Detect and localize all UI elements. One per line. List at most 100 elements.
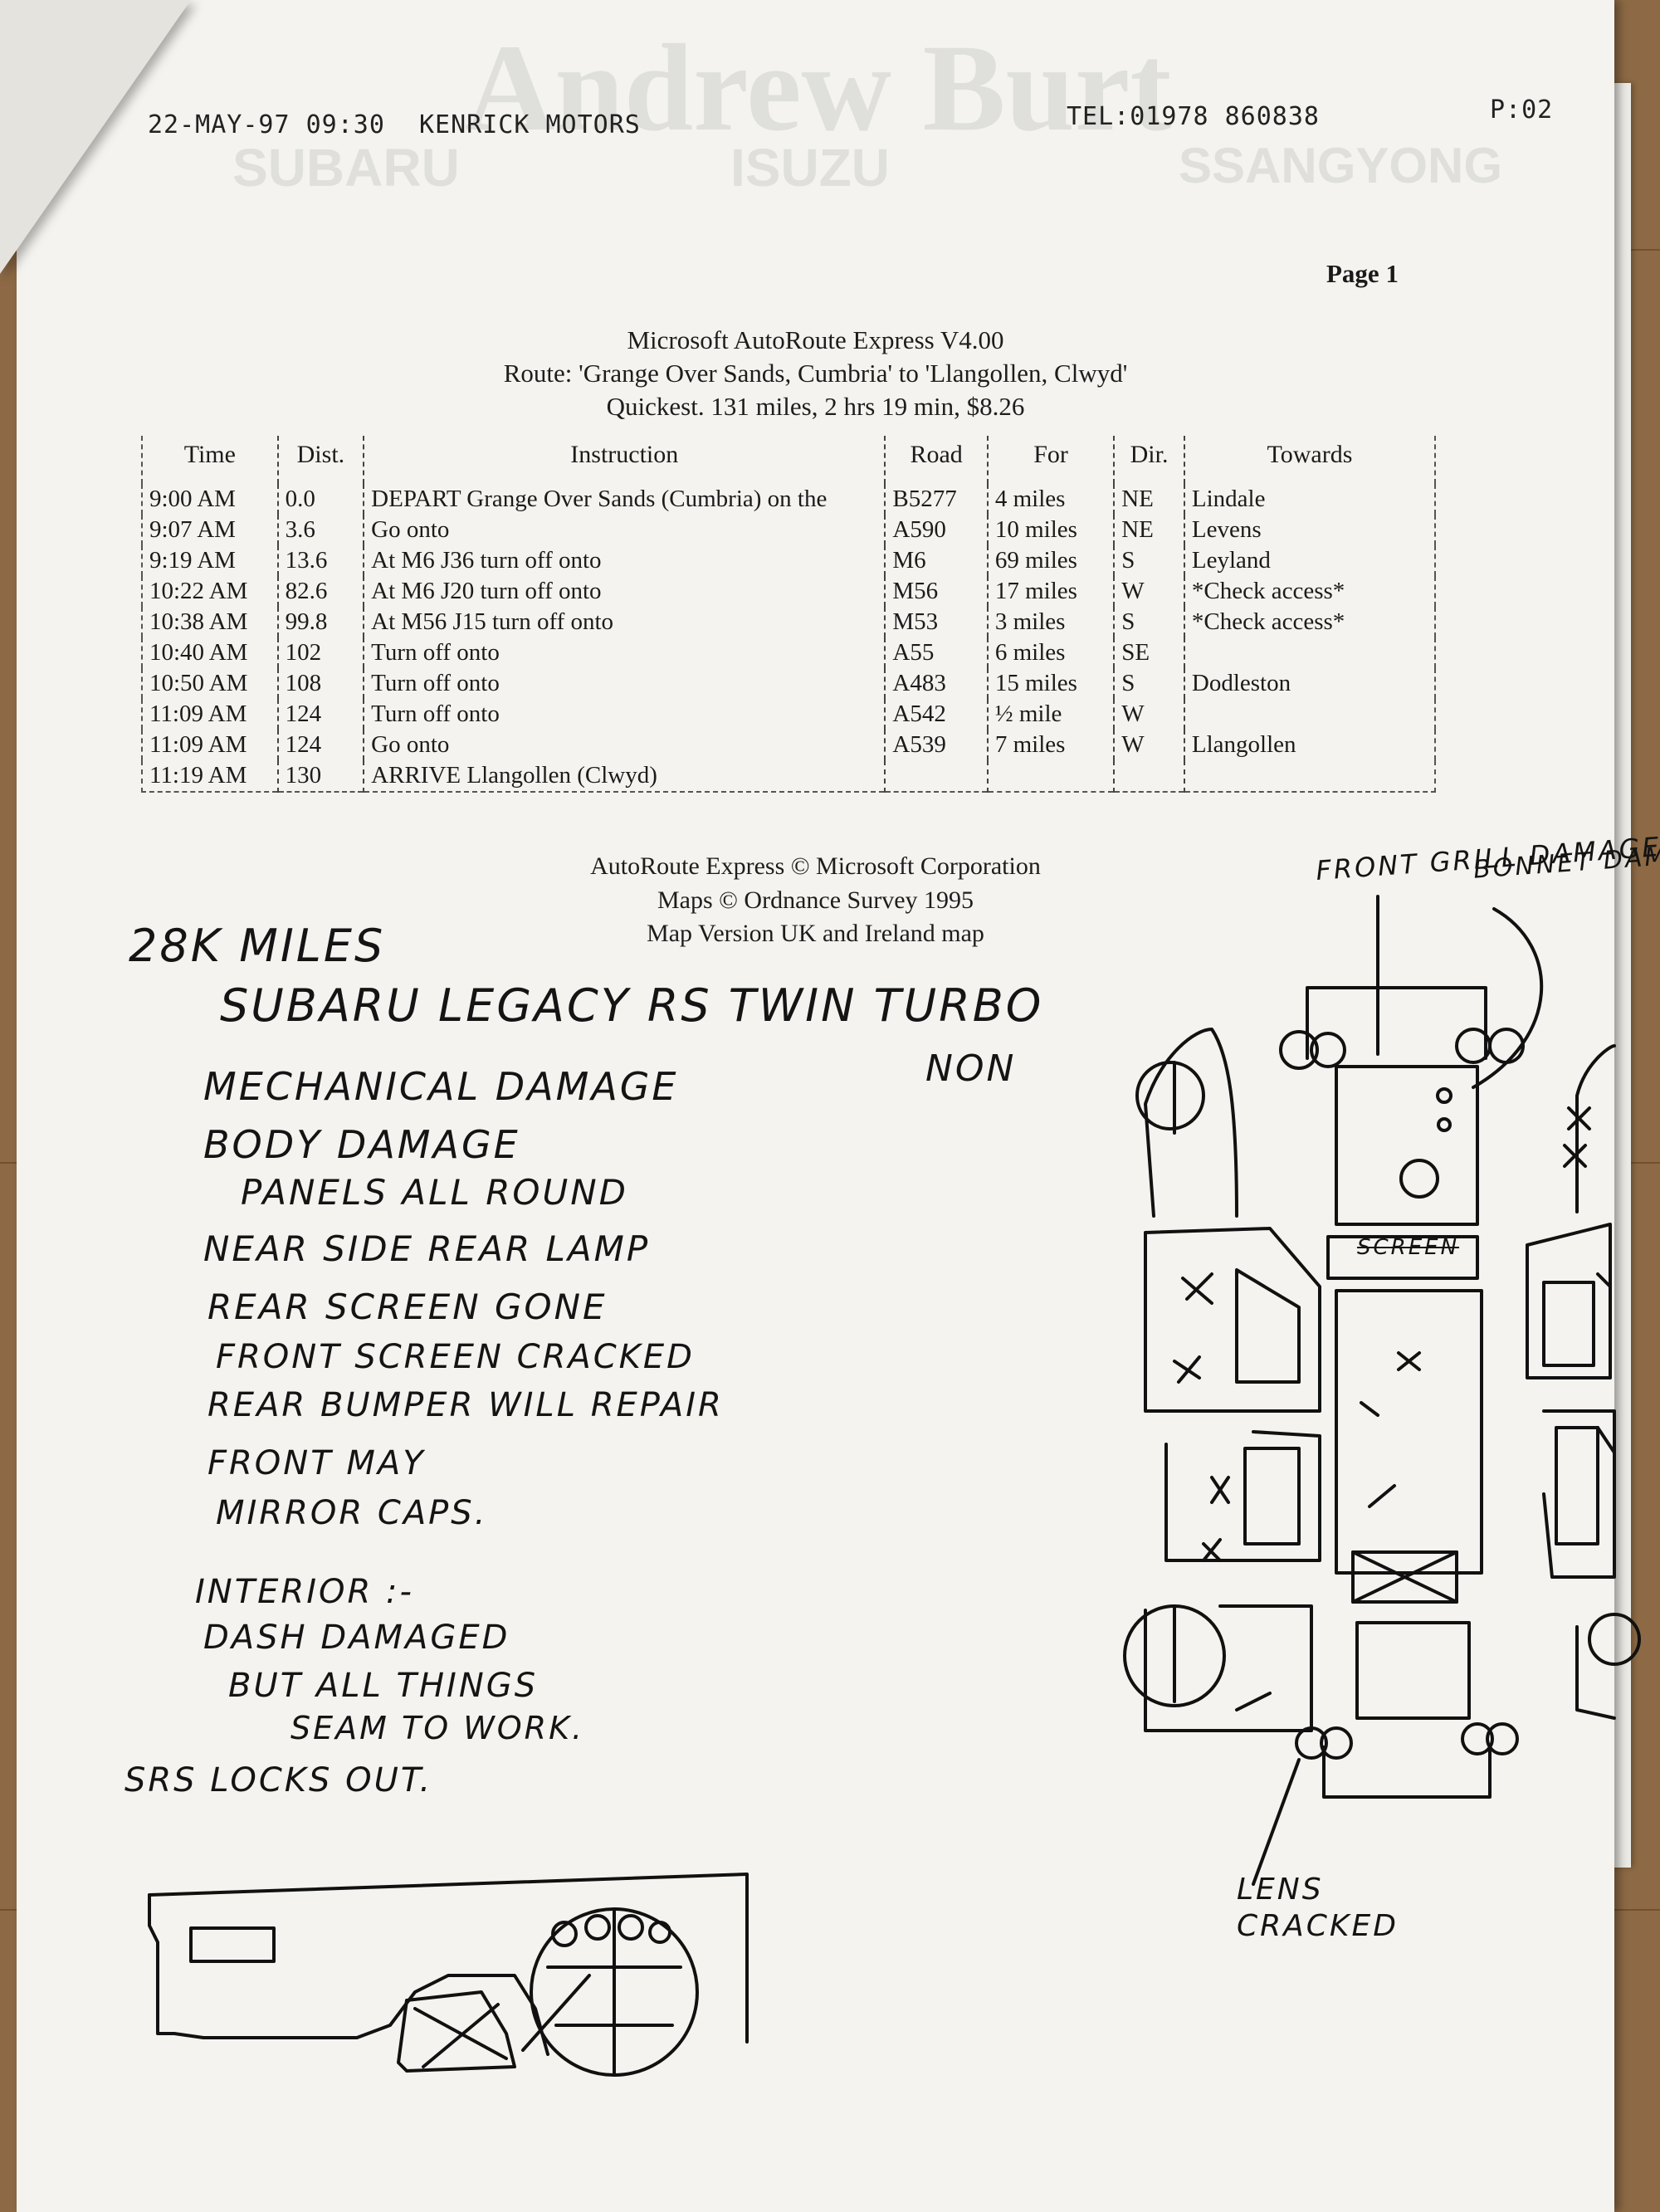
cell-time: 10:40 AM — [149, 639, 248, 666]
note-rear-screen: REAR SCREEN GONE — [208, 1287, 608, 1327]
cell-for: 6 miles — [986, 637, 1115, 668]
letterhead-name: Andrew Burt — [465, 19, 1172, 157]
cell-for: 10 miles — [986, 515, 1115, 545]
letterhead-brand-isuzu: ISUZU — [730, 138, 890, 198]
folded-corner — [0, 0, 191, 274]
note-panels: PANELS ALL ROUND — [241, 1172, 628, 1213]
cell-instruction: Go onto — [363, 515, 886, 545]
route-title: Microsoft AutoRoute Express V4.00 — [627, 325, 1004, 354]
cell-instruction: Turn off onto — [363, 699, 886, 730]
cell-towards: *Check access* — [1183, 576, 1435, 607]
cell-for — [986, 760, 1115, 792]
cell-instruction: At M6 J36 turn off onto — [363, 545, 886, 576]
fax-page: Andrew Burt SUBARU ISUZU SSANGYONG 22-MA… — [17, 0, 1660, 2212]
credit-line-map-version: Map Version UK and Ireland map — [647, 920, 984, 947]
cell-dir — [1113, 760, 1184, 792]
cell-towards: Levens — [1183, 515, 1435, 545]
fax-sender: KENRICK MOTORS — [419, 110, 641, 139]
note-front-screen: FRONT SCREEN CRACKED — [216, 1338, 695, 1376]
cell-dir: S — [1113, 607, 1184, 637]
cell-towards: Dodleston — [1183, 668, 1435, 699]
column-header-road: Road — [884, 436, 988, 484]
note-mechanical-damage: MECHANICAL DAMAGE — [203, 1064, 679, 1109]
dashboard-sketch — [148, 1873, 749, 2077]
cell-road: M6 — [884, 545, 988, 576]
cell-towards: Llangollen — [1183, 730, 1435, 760]
note-srs-locks: SRS LOCKS OUT. — [124, 1761, 433, 1799]
cell-for: 69 miles — [986, 545, 1115, 576]
cell-dist: 0.0 — [276, 484, 364, 515]
column-header-time: Time — [183, 441, 236, 468]
cell-time: 11:09 AM — [149, 701, 247, 727]
cell-dir: NE — [1113, 484, 1184, 515]
page-label: Page 1 — [1326, 259, 1399, 288]
cell-road: A542 — [884, 699, 988, 730]
cell-time: 11:09 AM — [149, 731, 247, 758]
table-header-row: Time Dist. Instruction Road For Dir. Tow… — [142, 436, 1435, 484]
cell-road — [884, 760, 988, 792]
column-header-dir: Dir. — [1113, 436, 1184, 484]
cell-road: B5277 — [884, 484, 988, 515]
cell-time: 9:19 AM — [149, 547, 236, 574]
label-screen: SCREEN — [1357, 1235, 1460, 1260]
note-interior: INTERIOR :- — [195, 1573, 414, 1611]
cell-dir: S — [1113, 668, 1184, 699]
note-vehicle: SUBARU LEGACY RS TWIN TURBO — [220, 979, 1044, 1032]
route-summary: Quickest. 131 miles, 2 hrs 19 min, $8.26 — [606, 392, 1025, 421]
note-dash-damaged: DASH DAMAGED — [203, 1619, 510, 1657]
cell-for: ½ mile — [986, 699, 1115, 730]
cell-instruction: At M56 J15 turn off onto — [363, 607, 886, 637]
cell-road: A55 — [884, 637, 988, 668]
cell-for: 4 miles — [986, 484, 1115, 515]
cell-time: 11:19 AM — [149, 762, 247, 789]
cell-towards: Lindale — [1183, 484, 1435, 515]
cell-towards — [1183, 637, 1435, 668]
cell-dir: W — [1113, 730, 1184, 760]
cell-dist: 3.6 — [276, 515, 364, 545]
cell-dist: 99.8 — [276, 607, 364, 637]
cell-towards — [1183, 699, 1435, 730]
cell-for: 3 miles — [986, 607, 1115, 637]
cell-for: 7 miles — [986, 730, 1115, 760]
cell-time: 10:50 AM — [149, 670, 248, 696]
cell-instruction: DEPART Grange Over Sands (Cumbria) on th… — [363, 484, 886, 515]
column-header-for: For — [986, 436, 1115, 484]
fax-page-number: P:02 — [1490, 95, 1554, 125]
credit-line-autoroute: AutoRoute Express © Microsoft Corporatio… — [590, 852, 1041, 880]
note-rear-lamp: NEAR SIDE REAR LAMP — [203, 1228, 651, 1269]
cell-dir: W — [1113, 576, 1184, 607]
cell-dist: 124 — [276, 730, 364, 760]
cell-for: 17 miles — [986, 576, 1115, 607]
cell-dist: 13.6 — [276, 545, 364, 576]
column-header-towards: Towards — [1183, 436, 1435, 484]
cell-time: 10:22 AM — [149, 578, 248, 604]
route-table: Time Dist. Instruction Road For Dir. Tow… — [141, 436, 1436, 793]
cell-road: A483 — [884, 668, 988, 699]
cell-instruction: Go onto — [363, 730, 886, 760]
route-description: Route: 'Grange Over Sands, Cumbria' to '… — [503, 359, 1128, 388]
note-seam-to-work: SEAM TO WORK. — [290, 1710, 585, 1746]
cell-dist: 82.6 — [276, 576, 364, 607]
cell-instruction: At M6 J20 turn off onto — [363, 576, 886, 607]
cell-time: 9:07 AM — [149, 516, 236, 543]
note-mechanical-value: NON — [925, 1047, 1017, 1090]
note-all-things: BUT ALL THINGS — [228, 1667, 539, 1705]
cell-for: 15 miles — [986, 668, 1115, 699]
cell-dir: W — [1113, 699, 1184, 730]
letterhead-brand-subaru: SUBARU — [232, 138, 460, 198]
cell-dir: NE — [1113, 515, 1184, 545]
cell-road: M56 — [884, 576, 988, 607]
cell-instruction: Turn off onto — [363, 637, 886, 668]
note-mileage: 28K MILES — [129, 920, 386, 972]
cell-towards — [1183, 760, 1435, 792]
note-body-damage: BODY DAMAGE — [203, 1122, 520, 1167]
